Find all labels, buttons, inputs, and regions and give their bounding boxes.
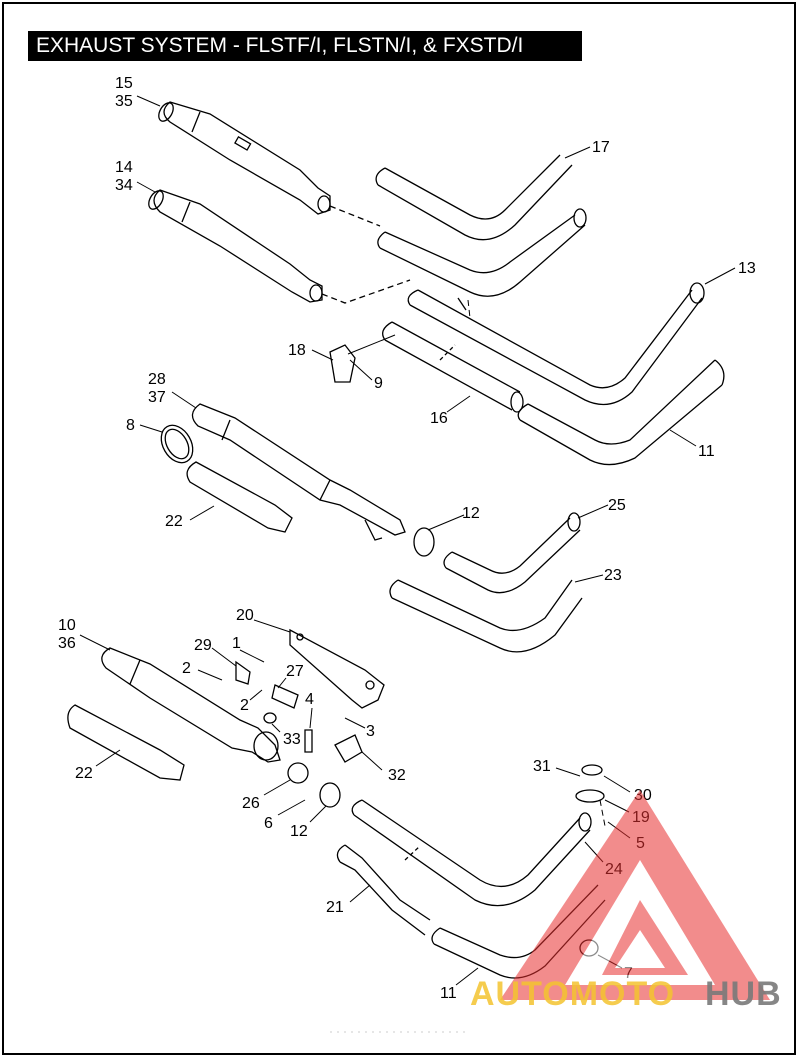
clamp-12-upper <box>413 527 435 557</box>
callout-31: 31 <box>533 758 551 775</box>
callout-4: 4 <box>305 691 314 708</box>
clamp-8 <box>160 424 194 464</box>
callout-35: 35 <box>115 93 133 110</box>
pipe-11-upper <box>517 359 725 466</box>
pipe-23 <box>389 579 583 653</box>
muffler-15 <box>158 101 331 215</box>
callout-15: 15 <box>115 75 133 92</box>
bracket-27 <box>271 684 299 709</box>
pipe-21 <box>336 844 431 936</box>
pipe-25 <box>443 512 581 594</box>
callout-28: 28 <box>148 371 166 388</box>
watermark-text-1: AUTOMOTO <box>470 975 675 1013</box>
callout-34: 34 <box>115 177 133 194</box>
callout-9: 9 <box>374 375 383 392</box>
part-33 <box>263 712 277 724</box>
pipe-13 <box>407 282 705 406</box>
callout-26: 26 <box>242 795 260 812</box>
callout-2-upper: 2 <box>182 660 191 677</box>
bracket-32 <box>334 734 363 763</box>
callout-18: 18 <box>288 342 306 359</box>
callout-27: 27 <box>286 663 304 680</box>
callout-21: 21 <box>326 899 344 916</box>
callout-22-lower: 22 <box>75 765 93 782</box>
watermark-text-2: HUB <box>705 975 782 1013</box>
muffler-10 <box>101 647 281 763</box>
clamp-12-lower <box>319 782 341 808</box>
callout-12-upper: 12 <box>462 505 480 522</box>
pipe-24 <box>351 799 592 907</box>
heat-shield-18 <box>329 344 356 383</box>
callout-17: 17 <box>592 139 610 156</box>
callout-11-upper: 11 <box>698 443 715 460</box>
callout-8: 8 <box>126 417 135 434</box>
callout-37: 37 <box>148 389 166 406</box>
callout-29: 29 <box>194 637 212 654</box>
pipe-16 <box>382 321 524 413</box>
callout-25: 25 <box>608 497 626 514</box>
callout-6: 6 <box>264 815 273 832</box>
bolt-4 <box>304 729 313 753</box>
pipe-17 <box>375 154 587 297</box>
callout-10: 10 <box>58 617 76 634</box>
heat-shield-22-lower <box>67 704 185 781</box>
bracket-20 <box>289 628 385 709</box>
callout-1: 1 <box>232 635 241 652</box>
clamp-26 <box>287 762 309 784</box>
muffler-28 <box>191 403 406 541</box>
callout-3: 3 <box>366 723 375 740</box>
callout-11-lower: 11 <box>440 985 457 1002</box>
watermark-logo <box>500 790 770 1000</box>
callout-12-lower: 12 <box>290 823 308 840</box>
callout-14: 14 <box>115 159 133 176</box>
callout-20: 20 <box>236 607 254 624</box>
callout-22-upper: 22 <box>165 513 183 530</box>
callout-32: 32 <box>388 767 406 784</box>
callout-2-lower: 2 <box>240 697 249 714</box>
bracket-29 <box>235 660 251 685</box>
callout-23: 23 <box>604 567 622 584</box>
callout-16: 16 <box>430 410 448 427</box>
callout-13: 13 <box>738 260 756 277</box>
heat-shield-22-upper <box>186 461 293 533</box>
callout-36: 36 <box>58 635 76 652</box>
muffler-14 <box>148 189 323 303</box>
callout-33: 33 <box>283 731 301 748</box>
page-title: EXHAUST SYSTEM - FLSTF/I, FLSTN/I, & FXS… <box>28 31 582 61</box>
